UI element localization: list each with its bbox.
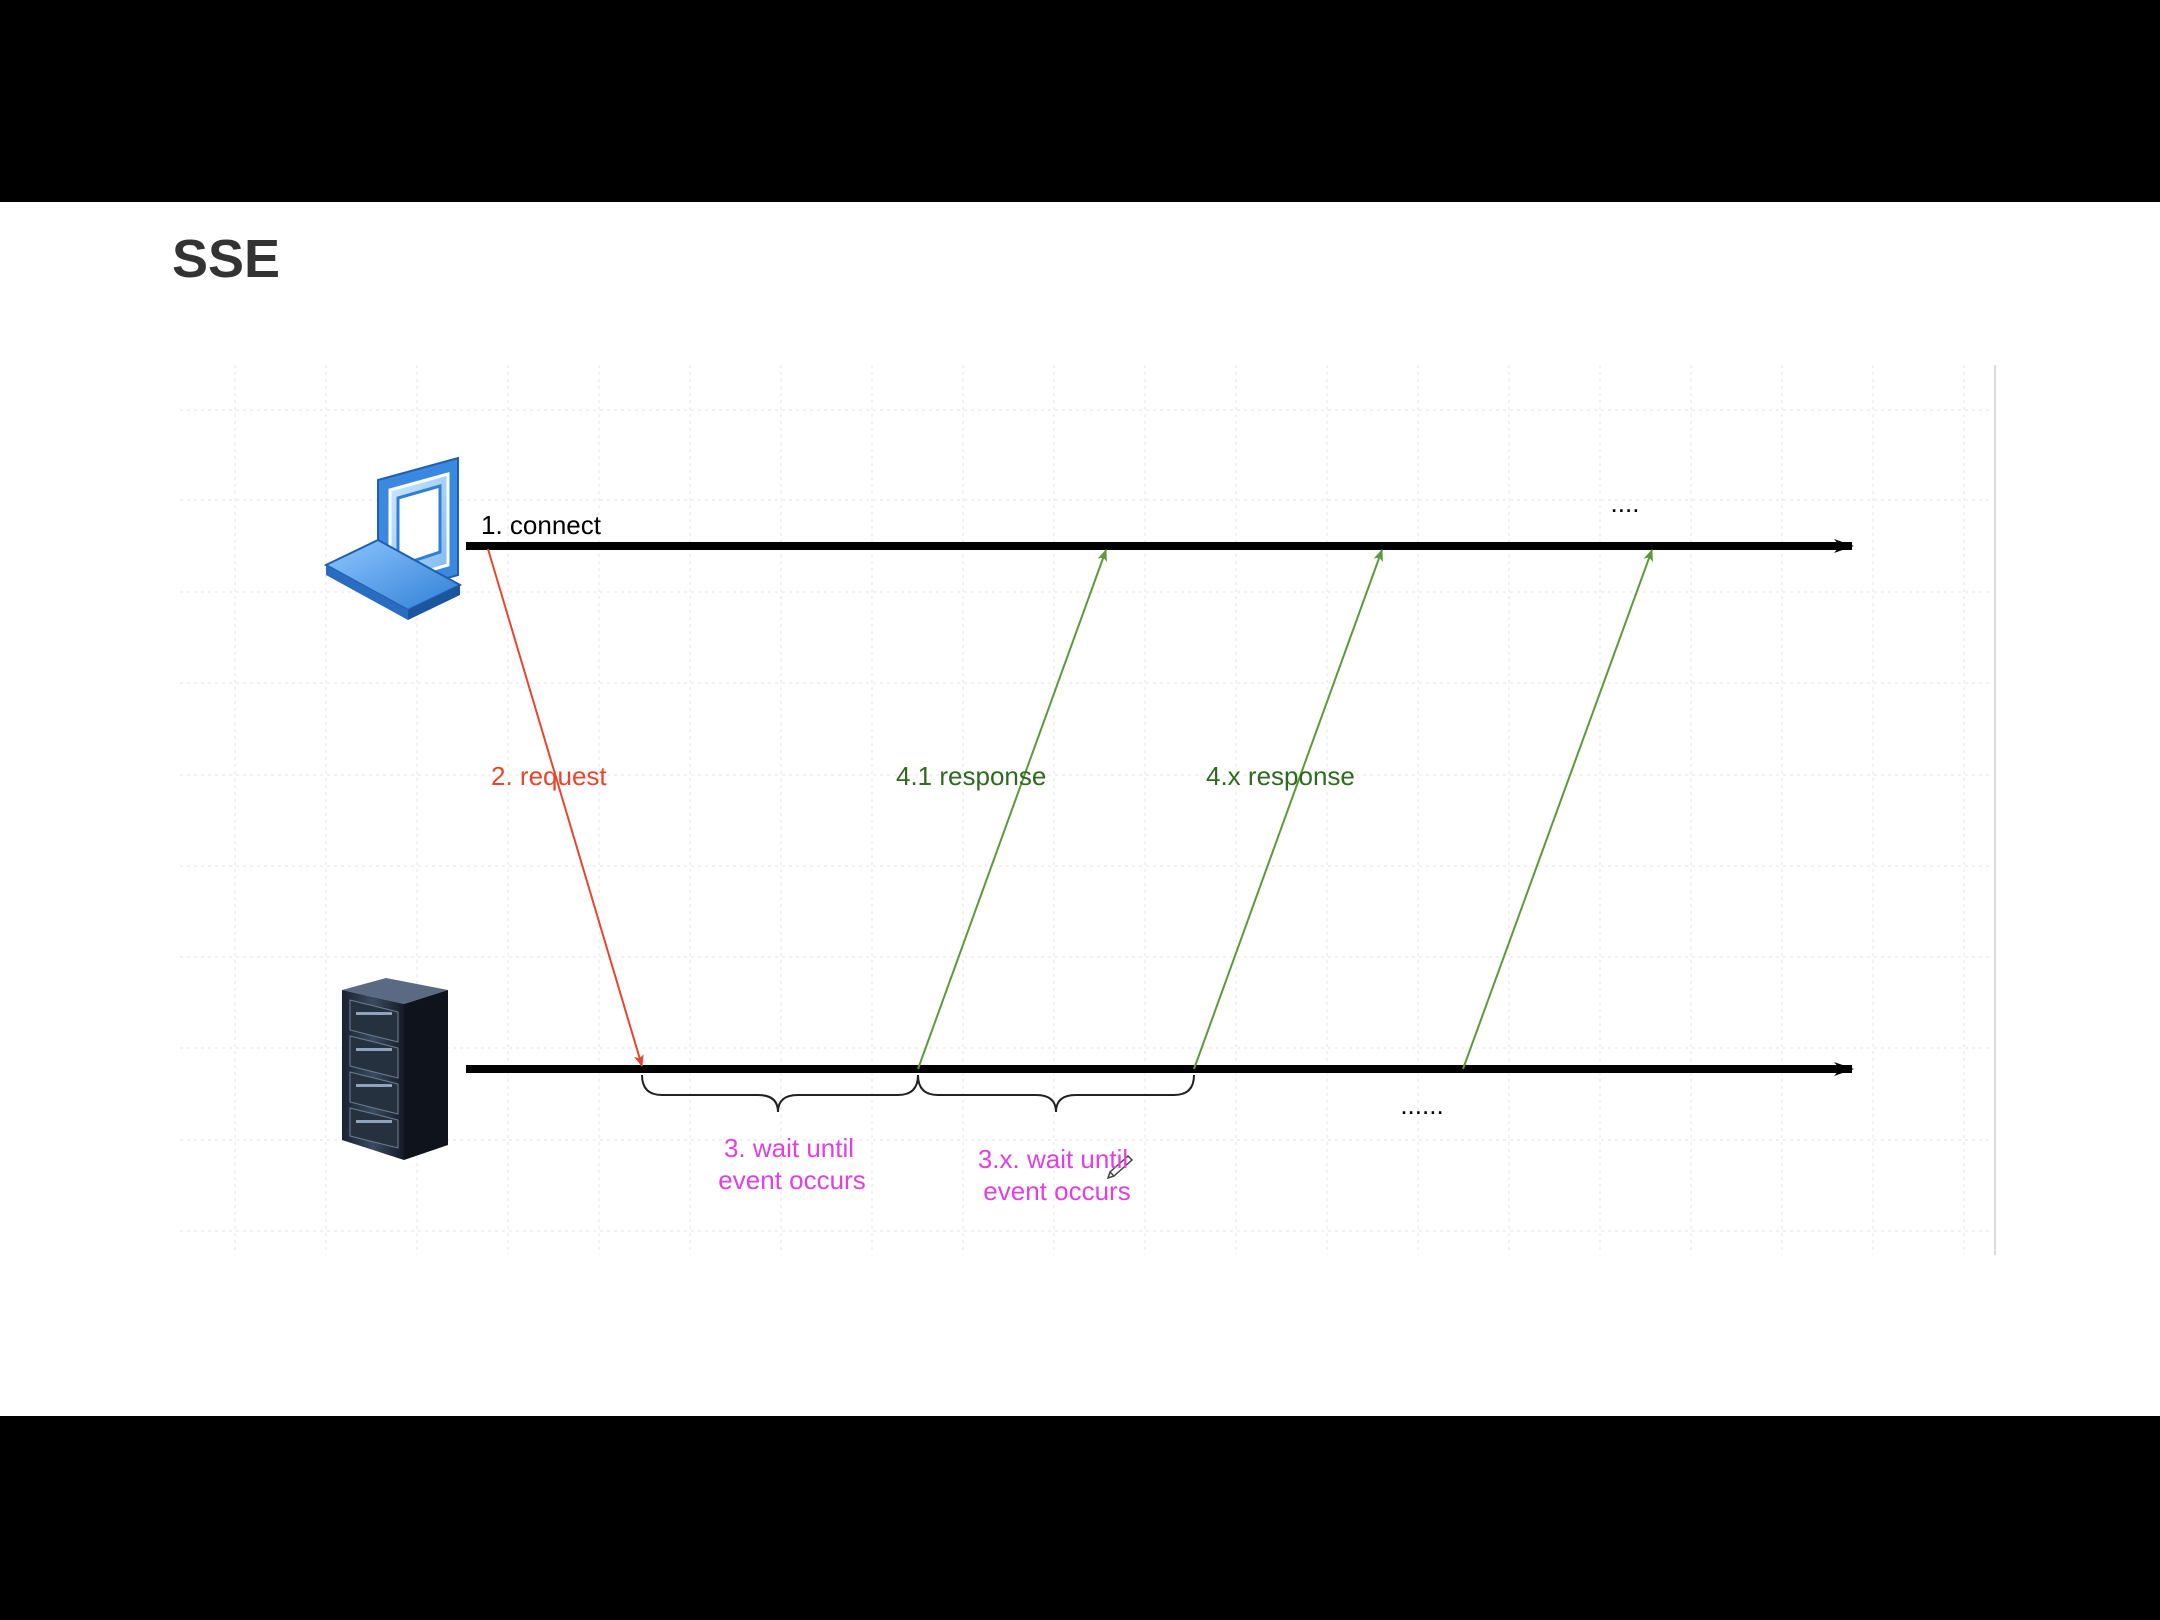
server-rack-icon <box>342 978 448 1160</box>
slide <box>0 202 2160 1416</box>
response-first-label: 4.1 response <box>896 761 1046 791</box>
request-label: 2. request <box>491 761 607 791</box>
response-arrow-x <box>1193 549 1383 1070</box>
client-ellipsis: .... <box>1611 488 1640 518</box>
pencil-cursor-icon <box>1106 1154 1134 1180</box>
wait-x-label-line2: event occurs <box>983 1176 1130 1206</box>
wait-brace-1 <box>641 1074 919 1113</box>
response-arrow-1 <box>917 549 1107 1070</box>
wait-brace-x <box>917 1074 1195 1113</box>
wait-first-label-line2: event occurs <box>718 1165 865 1195</box>
server-ellipsis: ...... <box>1400 1090 1443 1120</box>
connect-label: 1. connect <box>481 510 602 540</box>
laptop-icon <box>323 456 463 620</box>
request-arrow <box>487 548 644 1067</box>
response-x-label: 4.x response <box>1206 761 1355 791</box>
wait-x-label-line1: 3.x. wait until <box>978 1144 1128 1174</box>
page-title: SSE <box>172 229 281 289</box>
response-arrow-next <box>1462 549 1653 1070</box>
wait-first-label-line1: 3. wait until <box>724 1133 854 1163</box>
